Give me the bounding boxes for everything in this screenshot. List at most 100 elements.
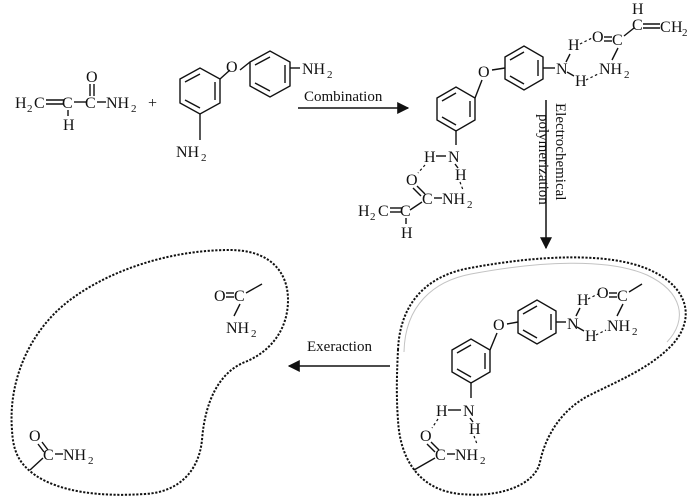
atom-label: O <box>493 317 505 334</box>
ring-double-bond <box>522 329 538 339</box>
atom-label: H <box>469 421 481 438</box>
ring-double-bond <box>441 116 457 126</box>
acrylamide-reactant: H 2 C C H C O NH 2 + <box>15 69 157 134</box>
subscript: 2 <box>682 27 688 39</box>
atom-label: O <box>214 288 226 305</box>
benzene-ring <box>504 45 544 91</box>
benzene-ring <box>179 67 221 115</box>
imprinted-polymer-with-template: O N H H O C NH 2 N H H O C NH 2 <box>395 256 687 496</box>
bond <box>628 283 643 293</box>
bond <box>454 163 459 169</box>
bond <box>489 332 498 351</box>
atom-label: H <box>577 292 589 309</box>
subscript: 2 <box>27 103 33 115</box>
bond <box>233 303 241 317</box>
atom-label: O <box>29 428 41 445</box>
hydrogen-bond <box>417 164 426 174</box>
oxydianiline-reactant: O NH 2 NH 2 <box>176 50 333 164</box>
atom-label: NH <box>176 144 200 161</box>
atom-label: C <box>234 288 245 305</box>
atom-label: NH <box>226 320 250 337</box>
atom-label: O <box>86 69 98 86</box>
atom-label: N <box>556 61 568 78</box>
atom-label: O <box>597 285 609 302</box>
atom-label: N <box>448 149 460 166</box>
bond <box>469 417 474 423</box>
bond <box>506 321 519 325</box>
hydrogen-bond <box>459 181 464 191</box>
atom-label: O <box>592 29 604 46</box>
step-label-exeraction: Exeraction <box>307 339 372 355</box>
ring-double-bond <box>184 73 201 83</box>
ring-double-bond <box>509 75 525 85</box>
atom-label: H <box>575 73 587 90</box>
atom-label: O <box>420 428 432 445</box>
atom-label: H <box>632 1 644 18</box>
ring-double-bond <box>254 82 271 92</box>
double-bond <box>416 185 426 195</box>
bond <box>576 326 585 332</box>
bond <box>29 457 44 471</box>
atom-label: C <box>43 447 54 464</box>
benzene-ring <box>517 299 557 345</box>
atom-label: O <box>226 59 238 76</box>
atom-label: H <box>585 328 597 345</box>
polymer-cavity-outline <box>10 248 290 496</box>
bond <box>219 69 231 80</box>
atom-label: C <box>660 19 671 36</box>
hydrogen-bond <box>585 73 599 81</box>
subscript: 2 <box>632 326 638 338</box>
subscript: 2 <box>327 69 333 81</box>
bond <box>239 61 251 71</box>
step-label-electrochemical: Electrochemical <box>552 103 568 200</box>
hydrogen-bond <box>587 293 599 300</box>
bond <box>245 283 263 294</box>
atom-label: NH <box>455 447 479 464</box>
atom-label: C <box>34 95 45 112</box>
double-bond <box>41 441 49 451</box>
atom-label: N <box>567 316 579 333</box>
atom-label: C <box>400 203 411 220</box>
atom-label: NH <box>302 61 326 78</box>
bond <box>566 71 575 77</box>
atom-label: C <box>85 95 96 112</box>
hydrogen-bond <box>579 37 593 45</box>
hydrogen-bond <box>473 435 478 445</box>
benzene-ring <box>249 50 291 98</box>
ring-double-bond <box>522 305 538 315</box>
bond <box>474 79 483 99</box>
atom-label: NH <box>106 95 130 112</box>
subscript: 2 <box>201 152 207 164</box>
step-label-combination: Combination <box>304 89 383 105</box>
hydrogen-bond <box>595 329 607 336</box>
ring-double-bond <box>441 92 457 102</box>
ring-double-bond <box>509 51 525 61</box>
bond <box>623 27 635 37</box>
atom-label: NH <box>607 318 631 335</box>
subscript: 2 <box>131 103 137 115</box>
bond <box>413 457 436 471</box>
extraction-step: Exeraction <box>287 339 390 372</box>
atom-label: NH <box>63 447 87 464</box>
atom-label: C <box>378 203 389 220</box>
atom-label: C <box>632 17 643 34</box>
double-bond <box>412 187 422 197</box>
subscript: 2 <box>467 199 473 211</box>
double-bond <box>37 443 45 453</box>
atom-label: H <box>455 167 467 184</box>
atom-label: C <box>422 191 433 208</box>
complex-product: O N H H O C NH 2 C H C H 2 N H H <box>358 1 688 242</box>
atom-label: C <box>612 32 623 49</box>
ring-double-bond <box>456 344 472 354</box>
ring-double-bond <box>456 368 472 378</box>
atom-label: H <box>568 37 580 54</box>
ring-double-bond <box>184 99 201 109</box>
atom-label: H <box>401 225 413 242</box>
plus-sign: + <box>148 95 157 112</box>
atom-label: H <box>15 95 27 112</box>
subscript: 2 <box>480 455 486 467</box>
electropolymerization-step: Electrochemical polymerization <box>535 100 568 250</box>
step-label-polymerization: polymerization <box>535 114 551 205</box>
polymer-inner-edge <box>403 262 680 353</box>
